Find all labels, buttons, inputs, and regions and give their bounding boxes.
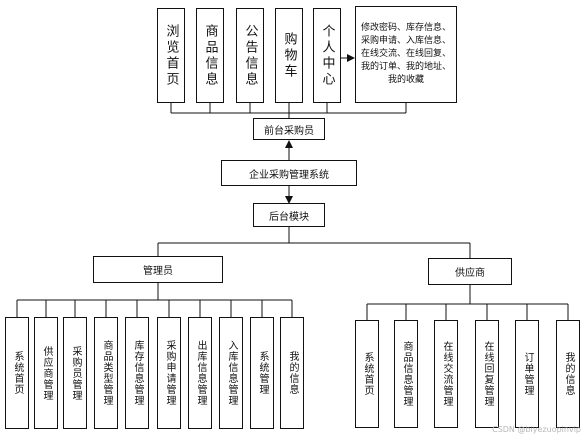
supplier-module-system-home: 系统首页 — [355, 320, 379, 428]
front-module-product-info: 商品信息 — [196, 8, 224, 103]
front-buyer-node: 前台采购员 — [253, 118, 325, 140]
admin-module-buyer-mgmt: 采购员管理 — [63, 317, 87, 429]
personal-center-detail-box: 修改密码、库存信息、采购申请、入库信息、在线交流、在线回复、我的订单、我的地址、… — [355, 6, 457, 103]
admin-module-stock-info-mgmt: 库存信息管理 — [125, 317, 149, 429]
backend-node: 后台模块 — [253, 203, 325, 227]
watermark: CSDN @biyezuopinvip — [492, 425, 581, 434]
admin-module-supplier-mgmt: 供应商管理 — [34, 317, 58, 429]
front-module-cart: 购物车 — [275, 8, 303, 103]
personal-center-detail-text: 修改密码、库存信息、采购申请、入库信息、在线交流、在线回复、我的订单、我的地址、… — [360, 23, 451, 85]
system-node: 企业采购管理系统 — [221, 160, 357, 186]
supplier-module-product-info-mgmt: 商品信息管理 — [394, 320, 418, 428]
front-module-notice-info: 公告信息 — [236, 8, 264, 103]
supplier-module-my-info: 我的信息 — [556, 320, 580, 428]
supplier-module-online-chat-mgmt: 在线交流管理 — [434, 320, 458, 428]
front-module-personal-center: 个人中心 — [313, 8, 341, 103]
admin-module-product-type-mgmt: 商品类型管理 — [94, 317, 118, 429]
admin-module-purchase-request-mgmt: 采购申请管理 — [157, 317, 181, 429]
supplier-module-online-reply-mgmt: 在线回复管理 — [475, 320, 499, 428]
admin-node: 管理员 — [93, 256, 223, 283]
front-module-browse-home: 浏览首页 — [157, 8, 185, 103]
admin-module-inbound-info-mgmt: 入库信息管理 — [219, 317, 243, 429]
supplier-module-order-mgmt: 订单管理 — [515, 320, 539, 428]
admin-module-outbound-info-mgmt: 出库信息管理 — [188, 317, 212, 429]
supplier-node: 供应商 — [428, 258, 512, 285]
admin-module-system-home: 系统首页 — [5, 317, 29, 429]
admin-module-system-mgmt: 系统管理 — [250, 317, 274, 429]
admin-module-my-info: 我的信息 — [280, 317, 304, 429]
